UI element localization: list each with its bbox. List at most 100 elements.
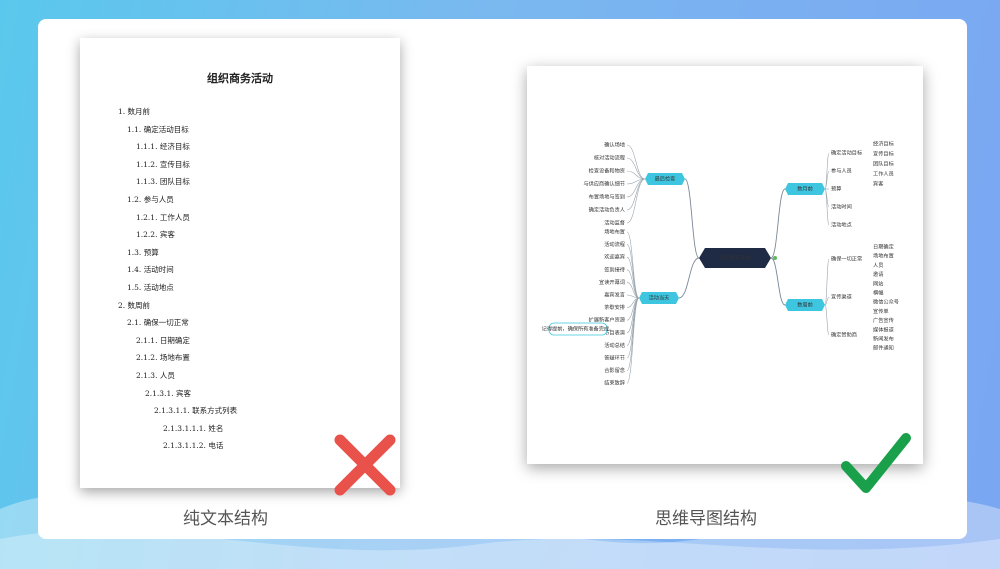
- connector-line: [824, 296, 830, 306]
- outline-item: 2.1. 确保一切正常: [127, 318, 189, 328]
- outline-item: 1.5. 活动地点: [127, 283, 174, 292]
- connector-line: [626, 170, 646, 180]
- node-label: 微信公众号: [873, 298, 899, 306]
- node-label: 横幅: [873, 289, 883, 297]
- node-label: 宣读开幕词: [599, 278, 625, 286]
- node-label: 欢迎嘉宾: [604, 253, 625, 261]
- mind-map: 组织商务活动数月前确定活动目标参与人员预算活动时间活动地点经济目标宣传目标团队目…: [527, 66, 923, 464]
- outline-item: 1.1. 确定活动目标: [127, 124, 189, 134]
- connector-line: [626, 282, 640, 299]
- node-label: 经济目标: [873, 140, 894, 148]
- outline-item: 1.4. 活动时间: [127, 265, 174, 275]
- outline-item: 1.2.1. 工作人员: [136, 212, 190, 222]
- node-label: 参与人员: [831, 167, 852, 175]
- connector-line: [626, 157, 646, 180]
- node-label: 邮件通知: [873, 344, 894, 352]
- node-label: 邀请: [873, 270, 883, 278]
- check-icon: [841, 433, 911, 493]
- node-label: 宣传单: [873, 307, 889, 315]
- connector-line: [684, 178, 700, 259]
- node-label: 活动总结: [604, 341, 625, 349]
- outline-item: 2.1.3.1.1.1. 姓名: [163, 423, 224, 433]
- node-label: 组织商务活动: [719, 254, 750, 262]
- node-label: 网站: [873, 279, 883, 287]
- node-label: 宣传渠道: [831, 293, 852, 301]
- connector-line: [824, 188, 830, 226]
- caption-plain-text: 纯文本结构: [183, 509, 268, 529]
- node-label: 结束致辞: [604, 379, 625, 387]
- connector-line: [824, 304, 830, 336]
- outline-item: 2.1.1. 日期确定: [136, 335, 190, 345]
- node-label: 日期确定: [873, 243, 894, 251]
- callout-bubble: [548, 322, 608, 336]
- node-label: 广告宣传: [873, 316, 894, 324]
- node-label: 场地布置: [604, 228, 625, 236]
- outline-item: 2.1.3.1. 宾客: [145, 388, 192, 398]
- node-label: 人员: [873, 262, 883, 269]
- caption-mind-map: 思维导图结构: [655, 509, 757, 529]
- node-label: 预算: [831, 185, 841, 193]
- connector-line: [626, 256, 640, 299]
- connector-line: [824, 170, 830, 190]
- node-label: 活动监督: [604, 219, 625, 227]
- outline-item: 1.1.2. 宣传目标: [136, 159, 190, 169]
- node-label: 活动流程: [604, 240, 625, 248]
- expand-dot: [773, 256, 777, 260]
- node-label: 最后检查: [655, 175, 676, 183]
- outline-item: 1.3. 预算: [127, 247, 159, 257]
- node-label: 场地布置: [873, 252, 894, 260]
- connector-line: [626, 269, 640, 299]
- node-label: 签到接待: [604, 265, 625, 273]
- document-title: 组织商务活动: [207, 72, 273, 85]
- outline-item: 2.1.2. 场地布置: [136, 353, 190, 363]
- connector-line: [770, 188, 786, 259]
- plain-text-document: 组织商务活动 1. 数月前 1.1. 确定活动目标 1.1.1. 经济目标 1.1.2…: [80, 38, 400, 488]
- outline-item: 2.1.3.1.1.2. 电话: [163, 441, 224, 451]
- outline-item: 1.2.2. 宾客: [136, 230, 175, 240]
- connector-line: [770, 257, 786, 306]
- node-label: 活动时间: [831, 203, 852, 211]
- node-label: 确定活动负责人: [589, 206, 625, 214]
- connector-line: [824, 258, 830, 306]
- connector-line: [626, 144, 646, 180]
- outline-item: 1.1.1. 经济目标: [136, 142, 190, 152]
- node-label: 活动当天: [649, 294, 670, 302]
- node-label: 宾客: [873, 180, 883, 188]
- node-label: 嘉宾发言: [604, 291, 625, 299]
- center-node: [699, 248, 771, 268]
- connector-line: [626, 297, 640, 384]
- node-label: 确保一切正常: [831, 255, 862, 263]
- node-label: 确认场地: [604, 141, 625, 149]
- node-label: 与供应商确认细节: [583, 180, 625, 188]
- node-label: 确定赞助商: [831, 331, 857, 339]
- connector-line: [678, 257, 700, 299]
- branch-node: [639, 292, 679, 304]
- node-label: 确定活动目标: [831, 149, 862, 157]
- outline-item: 1. 数月前: [118, 107, 151, 116]
- node-label: 宣传目标: [873, 150, 894, 158]
- node-label: 合影留念: [604, 366, 625, 374]
- outline-item: 2.1.3. 人员: [136, 371, 175, 380]
- node-label: 扩展新客户资源: [589, 316, 626, 324]
- node-label: 记得提前，确保所有准备完成。: [542, 325, 615, 333]
- node-label: 数月前: [797, 185, 813, 193]
- connector-line: [626, 231, 640, 299]
- node-label: 工作人员: [873, 170, 894, 178]
- node-label: 答疑环节: [604, 354, 625, 362]
- node-label: 媒体报道: [873, 325, 894, 333]
- outline-item: 2.1.3.1.1. 联系方式列表: [154, 406, 238, 416]
- node-label: 新闻发布: [873, 335, 894, 343]
- connector-line: [824, 152, 830, 190]
- node-label: 活动地点: [831, 221, 852, 229]
- connector-line: [626, 178, 646, 224]
- outline-item: 2. 数周前: [118, 300, 151, 310]
- node-label: 数周前: [797, 301, 813, 309]
- node-label: 核对活动流程: [594, 154, 625, 162]
- node-label: 茶歇安排: [604, 303, 625, 311]
- outline-item: 1.1.3. 团队目标: [136, 177, 190, 187]
- branch-node: [785, 299, 825, 311]
- connector-line: [626, 294, 640, 299]
- outline-item: 1.2. 参与人员: [127, 195, 174, 204]
- node-label: 节目表演: [604, 328, 625, 336]
- cross-icon: [334, 434, 396, 496]
